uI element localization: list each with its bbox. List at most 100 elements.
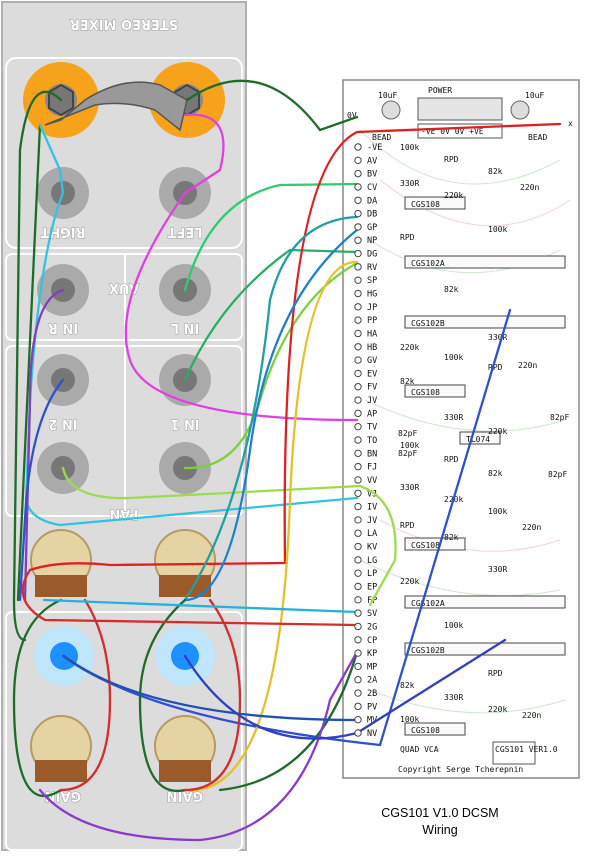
component-value: 100k bbox=[444, 621, 463, 630]
pin-label: PV bbox=[367, 702, 377, 712]
component-value: 82k bbox=[444, 533, 459, 542]
pin-label: TV bbox=[367, 423, 377, 433]
pin-pad[interactable] bbox=[354, 169, 362, 178]
chip-body bbox=[404, 315, 566, 329]
pin-pad[interactable] bbox=[354, 715, 362, 724]
chip-label: CGS102A bbox=[411, 599, 445, 608]
component-value: 100k bbox=[488, 225, 507, 234]
pin-pad[interactable] bbox=[354, 649, 362, 657]
component-value: RPD bbox=[444, 155, 459, 164]
pin-pad[interactable] bbox=[354, 356, 362, 364]
pin-pad[interactable] bbox=[354, 329, 362, 338]
gain-pot-2[interactable] bbox=[30, 715, 92, 782]
pin-pad[interactable] bbox=[354, 303, 362, 311]
component-value: 100k bbox=[400, 441, 419, 450]
pin-pad[interactable] bbox=[354, 449, 362, 458]
pin-pad[interactable] bbox=[354, 196, 362, 204]
bead-right: BEAD bbox=[528, 133, 547, 142]
pin-dots bbox=[354, 143, 362, 737]
pin-pad[interactable] bbox=[354, 409, 362, 418]
wire-green-in-l bbox=[183, 182, 359, 292]
pin-pad[interactable] bbox=[354, 689, 362, 697]
chip-body bbox=[404, 722, 466, 736]
bead-left: BEAD bbox=[372, 133, 391, 142]
pin-pad[interactable] bbox=[354, 516, 362, 524]
pin-pad[interactable] bbox=[354, 542, 362, 551]
pin-pad[interactable] bbox=[354, 183, 362, 191]
pin-pad[interactable] bbox=[354, 343, 362, 351]
pin-label: CV bbox=[367, 183, 377, 193]
pin-pad[interactable] bbox=[354, 662, 362, 671]
pin-pad[interactable] bbox=[354, 236, 362, 244]
pin-label: DG bbox=[367, 250, 377, 260]
chip-label: CGS102B bbox=[411, 319, 445, 328]
pin-label: TO bbox=[367, 436, 377, 446]
wire-purple-in-r bbox=[23, 288, 65, 602]
wire-blue-mid bbox=[183, 228, 359, 602]
pin-label: PP bbox=[367, 316, 377, 326]
pin-pad[interactable] bbox=[354, 622, 362, 631]
chip-body bbox=[404, 196, 466, 210]
pin-label: KP bbox=[367, 649, 377, 659]
pin-pad[interactable] bbox=[354, 462, 362, 471]
pin-pad[interactable] bbox=[354, 502, 362, 511]
chip-body bbox=[404, 384, 466, 398]
pin-pad[interactable] bbox=[354, 636, 362, 644]
pin-label: HB bbox=[367, 343, 377, 353]
component-value: 220k bbox=[488, 427, 507, 436]
pin-pad[interactable] bbox=[354, 143, 362, 151]
pin-label: LG bbox=[367, 556, 377, 566]
pin-pad[interactable] bbox=[354, 249, 362, 258]
gain-pot-1[interactable] bbox=[154, 715, 216, 782]
pin-pad[interactable] bbox=[354, 476, 362, 484]
pin-pad[interactable] bbox=[354, 609, 362, 617]
pin-label: LA bbox=[367, 529, 377, 539]
pin-pad[interactable] bbox=[354, 396, 362, 404]
pin-label: EV bbox=[367, 369, 377, 379]
pin-pad[interactable] bbox=[354, 289, 362, 298]
wire-cyan-right bbox=[24, 123, 359, 527]
pin-pad[interactable] bbox=[354, 156, 362, 165]
pin-pad[interactable] bbox=[354, 729, 362, 737]
pin-label: FJ bbox=[367, 463, 377, 473]
pin-label: 2A bbox=[367, 676, 377, 686]
pin-pad[interactable] bbox=[354, 556, 362, 564]
wires bbox=[12, 79, 562, 842]
pin-pad[interactable] bbox=[354, 209, 362, 218]
pin-label: LP bbox=[367, 569, 377, 579]
pin-pad[interactable] bbox=[354, 263, 362, 271]
pin-pad[interactable] bbox=[354, 529, 362, 537]
pin-pad[interactable] bbox=[354, 316, 362, 324]
wire-darkgreen-top bbox=[12, 79, 359, 642]
pin-label: 2G bbox=[367, 622, 377, 632]
component-value: RPD bbox=[400, 233, 415, 242]
board-version: CGS101 VER1.0 bbox=[495, 745, 558, 754]
pin-label: NP bbox=[367, 236, 377, 246]
pin-label: DA bbox=[367, 196, 377, 206]
pin-pad[interactable] bbox=[354, 436, 362, 444]
label-in1: IN 1 bbox=[170, 416, 199, 431]
pin-label: HA bbox=[367, 329, 377, 339]
pin-label: 2B bbox=[367, 689, 377, 699]
capacitor-value: 220n bbox=[520, 183, 539, 192]
pin-pad[interactable] bbox=[354, 383, 362, 391]
pin-pad[interactable] bbox=[354, 702, 362, 711]
chip-label: CGS108 bbox=[411, 726, 440, 735]
pin-label: BV bbox=[367, 170, 377, 180]
pin-pad[interactable] bbox=[354, 369, 362, 378]
caption-subtitle: Wiring bbox=[422, 823, 458, 837]
pin-pad[interactable] bbox=[354, 422, 362, 431]
pin-pad[interactable] bbox=[354, 276, 362, 284]
pin-label-column: -VEAVBVCVDADBGPNPDGRVSPHGJPPPHAHBGVEVFVJ… bbox=[367, 143, 382, 739]
component-value: RPD bbox=[400, 521, 415, 530]
pan-pot-2[interactable] bbox=[30, 529, 92, 597]
pin-pad[interactable] bbox=[354, 596, 362, 604]
chip-label: TL074 bbox=[466, 435, 490, 444]
component-value: 82k bbox=[400, 377, 415, 386]
pin-pad[interactable] bbox=[354, 489, 362, 497]
pin-pad[interactable] bbox=[354, 569, 362, 577]
pin-pad[interactable] bbox=[354, 676, 362, 684]
pin-pad[interactable] bbox=[354, 582, 362, 591]
pin-pad[interactable] bbox=[354, 223, 362, 231]
